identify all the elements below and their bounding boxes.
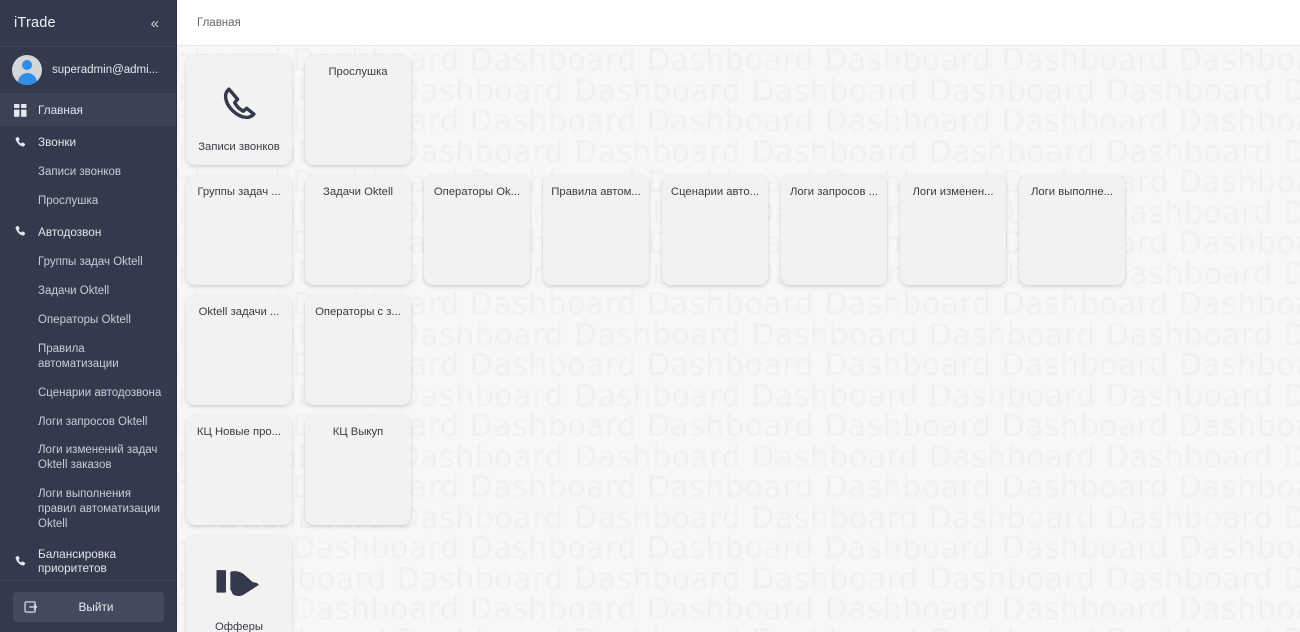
topbar: Главная	[177, 0, 1300, 46]
dashboard-card-label: Oktell задачи ...	[198, 306, 280, 318]
sidebar-subitem-10[interactable]: Логи запросов Oktell	[38, 415, 148, 428]
sidebar-item-1[interactable]: Звонки	[0, 126, 176, 158]
dashboard-card[interactable]: Логи выполне...	[1019, 175, 1125, 285]
dashboard-card[interactable]: Группы задач ...	[186, 175, 292, 285]
dashboard-card-label: Логи выполне...	[1030, 186, 1114, 198]
sidebar-subitem-7[interactable]: Операторы Oktell	[38, 313, 131, 326]
logout-button-label: Выйти	[78, 599, 114, 614]
dashboard-card-label: КЦ Выкуп	[332, 426, 384, 438]
dashboard-content: Dashboard Dashboard Dashboard Dashboard …	[177, 46, 1300, 632]
dashboard-card[interactable]: Задачи Oktell	[305, 175, 411, 285]
grid-dashboard-icon	[13, 103, 27, 117]
sidebar-subitem-6[interactable]: Задачи Oktell	[38, 284, 110, 297]
dashboard-card-label: Логи изменен...	[912, 186, 994, 198]
dashboard-card[interactable]: Операторы Ok...	[424, 175, 530, 285]
dashboard-card-label: Операторы с з...	[315, 306, 401, 318]
dashboard-card[interactable]: Правила автом...	[543, 175, 649, 285]
sidebar-subitem-5[interactable]: Группы задач Oktell	[38, 255, 143, 268]
hand-offer-icon	[213, 549, 265, 620]
sidebar-item-0[interactable]: Главная	[0, 94, 176, 126]
app-brand-title: iTrade	[14, 15, 56, 31]
dashboard-card-label: Группы задач ...	[197, 186, 281, 198]
sidebar-subitem-3[interactable]: Прослушка	[38, 194, 99, 207]
sidebar-item-label: Звонки	[38, 135, 77, 149]
dashboard-card-label: Логи запросов ...	[789, 186, 879, 198]
dashboard-card-label: Задачи Oktell	[323, 186, 393, 198]
dashboard-card[interactable]: Логи запросов ...	[781, 175, 887, 285]
dashboard-card[interactable]: Прослушка	[305, 55, 411, 165]
dashboard-card[interactable]: КЦ Выкуп	[305, 415, 411, 525]
dashboard-card-label: КЦ Новые про...	[196, 426, 282, 438]
breadcrumb[interactable]: Главная	[197, 16, 241, 29]
logout-arrow-icon	[23, 599, 39, 615]
sidebar-subitem-11[interactable]: Логи изменений задач Oktell заказов	[38, 444, 158, 472]
dashboard-card[interactable]: Операторы с з...	[305, 295, 411, 405]
user-email-label: superadmin@admi...	[52, 64, 159, 76]
sidebar-footer: Выйти	[0, 580, 176, 632]
sidebar-header: iTrade «	[0, 0, 176, 46]
dashboard-card-label: Офферы	[214, 620, 264, 632]
dashboard-card[interactable]: Oktell задачи ...	[186, 295, 292, 405]
sidebar-user-row[interactable]: superadmin@admi...	[0, 46, 176, 94]
dashboard-card-label: Сценарии авто...	[670, 186, 760, 198]
phone-handset-icon	[216, 69, 262, 140]
sidebar-subitem-9[interactable]: Сценарии автодозвона	[38, 386, 162, 399]
sidebar-subitem-12[interactable]: Логи выполнения правил автоматизации Okt…	[38, 488, 161, 531]
dashboard-card[interactable]: Сценарии авто...	[662, 175, 768, 285]
sidebar-item-13[interactable]: Балансировка приоритетов	[0, 539, 176, 580]
dashboard-card-label: Записи звонков	[198, 140, 280, 153]
dashboard-card-label: Операторы Ok...	[433, 186, 521, 198]
user-avatar-icon	[12, 55, 42, 85]
sidebar-item-label: Главная	[38, 103, 83, 117]
dashboard-card[interactable]: Офферы	[186, 535, 292, 632]
phone-icon	[13, 135, 27, 149]
sidebar-subitem-8[interactable]: Правила автоматизации	[38, 342, 119, 370]
dashboard-card[interactable]: КЦ Новые про...	[186, 415, 292, 525]
sidebar-item-4[interactable]: Автодозвон	[0, 216, 176, 248]
main-area: Главная Dashboard Dashboard Dashboard Da…	[177, 0, 1300, 632]
sidebar-item-label: Автодозвон	[38, 224, 102, 239]
phone-icon	[13, 554, 27, 568]
logout-button[interactable]: Выйти	[12, 591, 164, 622]
sidebar-subitem-2[interactable]: Записи звонков	[38, 166, 122, 178]
sidebar-item-label: Балансировка приоритетов	[38, 547, 117, 576]
dashboard-card-label: Правила автом...	[551, 186, 641, 198]
dashboard-card[interactable]: Логи изменен...	[900, 175, 1006, 285]
phone-icon	[13, 225, 27, 239]
sidebar-collapse-icon[interactable]: «	[150, 14, 159, 32]
dashboard-card[interactable]: Записи звонков	[186, 55, 292, 165]
dashboard-card-label: Прослушка	[328, 66, 388, 78]
